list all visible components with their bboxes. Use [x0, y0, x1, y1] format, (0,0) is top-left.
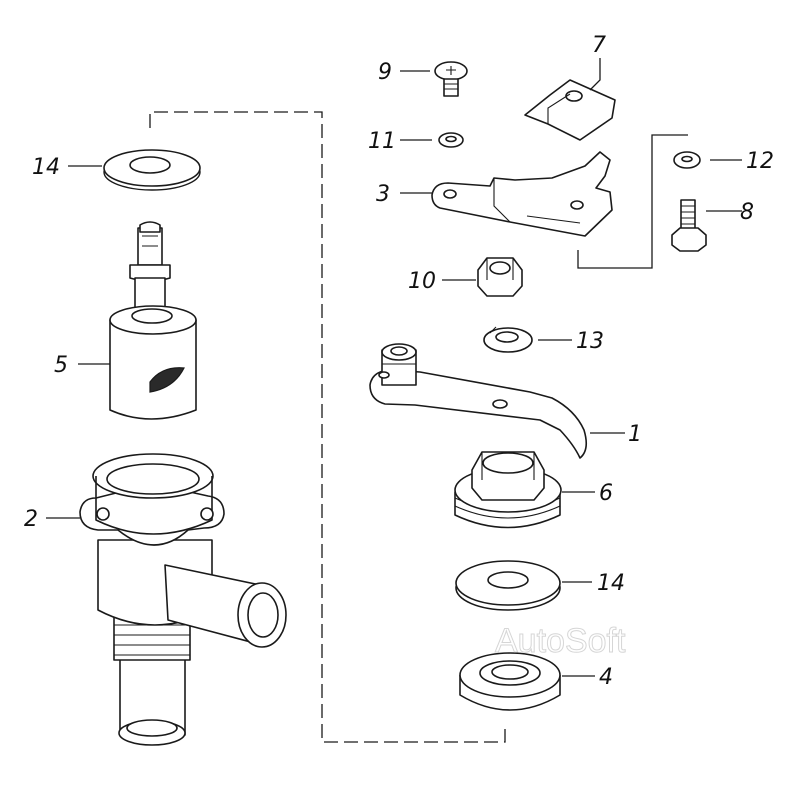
callout-6: 6 [599, 481, 613, 506]
callout-12: 12 [746, 149, 774, 174]
callout-3: 3 [376, 182, 390, 207]
part-8-bolt [671, 199, 707, 252]
part-5-valve-stem [109, 221, 197, 420]
callout-1: 1 [628, 422, 642, 447]
part-14-washer-top [103, 149, 201, 191]
callout-8: 8 [740, 200, 754, 225]
callout-10: 10 [408, 269, 436, 294]
callout-11: 11 [368, 129, 396, 154]
part-12-washer [673, 151, 701, 169]
callout-5: 5 [54, 353, 68, 378]
watermark-text: AutoSoft [495, 622, 626, 660]
part-7-clip [524, 79, 616, 141]
callout-14-bottom: 14 [597, 571, 625, 596]
part-9-screw [434, 61, 468, 97]
part-2-valve-body [79, 453, 287, 746]
part-4-seal [459, 652, 561, 711]
part-13-lock-washer [483, 326, 533, 353]
callout-leaders [46, 58, 742, 677]
bracket-line-8-12 [577, 134, 688, 269]
callout-14-top: 14 [32, 155, 60, 180]
part-10-hex-nut [477, 257, 523, 297]
part-3-bracket [431, 151, 613, 237]
callout-2: 2 [24, 507, 38, 532]
callout-4: 4 [599, 665, 613, 690]
callout-13: 13 [576, 329, 604, 354]
assembly-dashed-line [149, 111, 506, 743]
part-14-washer-bottom [455, 560, 561, 611]
part-1-lever [369, 343, 588, 459]
callout-9: 9 [378, 60, 392, 85]
part-11-washer [438, 132, 464, 148]
part-6-plug [454, 451, 562, 529]
callout-7: 7 [592, 33, 606, 58]
